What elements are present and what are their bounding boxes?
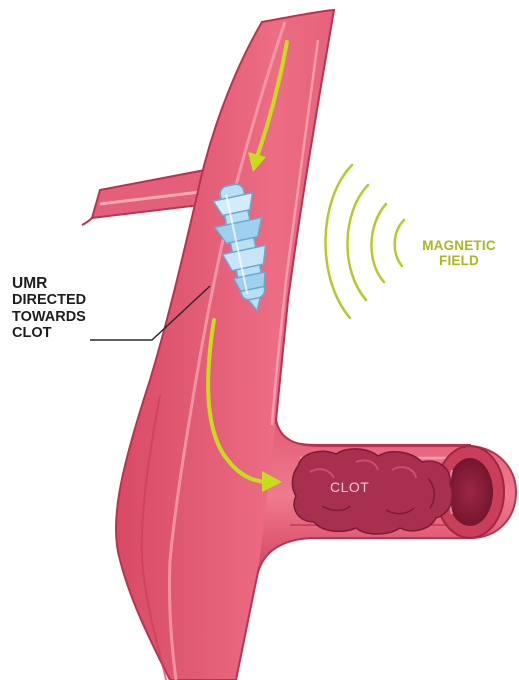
umr-label-line-3: TOWARDS	[12, 309, 86, 325]
magnetic-field-icon	[325, 165, 404, 318]
main-vessel	[116, 10, 470, 680]
umr-label-line-2: DIRECTED	[12, 292, 86, 308]
side-branch-vessel	[82, 170, 205, 225]
umr-label-line-1: UMR	[12, 275, 86, 292]
clot-label: CLOT	[330, 480, 369, 496]
magnetic-label-line-1: MAGNETIC	[416, 238, 502, 253]
umr-label-line-4: CLOT	[12, 325, 86, 341]
umr-label: UMR DIRECTED TOWARDS CLOT	[12, 275, 86, 341]
blood-clot-icon	[292, 449, 452, 534]
magnetic-field-label: MAGNETIC FIELD	[416, 238, 502, 268]
magnetic-label-line-2: FIELD	[416, 253, 502, 268]
